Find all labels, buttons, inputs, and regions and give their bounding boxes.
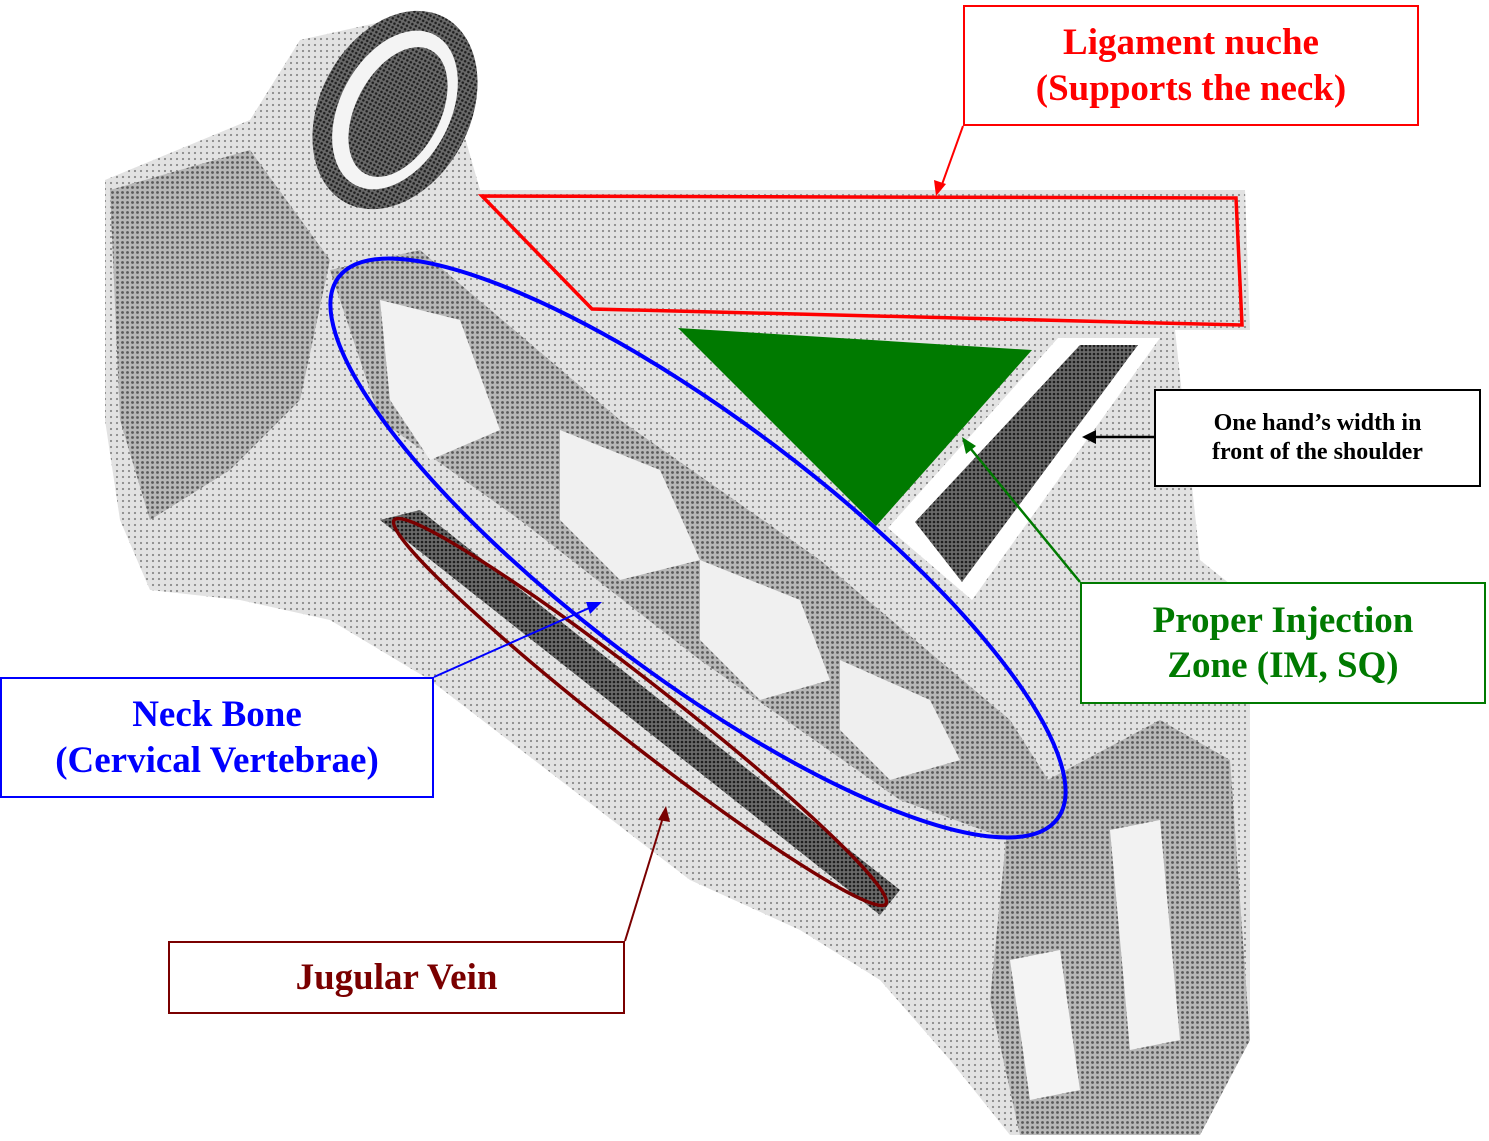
ligament-label: Ligament nuche (Supports the neck) bbox=[963, 5, 1419, 126]
injection-zone-label: Proper Injection Zone (IM, SQ) bbox=[1080, 582, 1486, 704]
hand-width-label-line1: One hand’s width in bbox=[1214, 409, 1422, 438]
ligament-label-line1: Ligament nuche bbox=[1063, 20, 1319, 65]
hand-width-label: One hand’s width in front of the shoulde… bbox=[1154, 389, 1481, 487]
ligament-callout-line bbox=[940, 126, 963, 190]
ligament-band bbox=[485, 195, 1243, 325]
hand-width-label-line2: front of the shoulder bbox=[1212, 438, 1423, 467]
jugular-vein-label-line1: Jugular Vein bbox=[296, 955, 498, 1000]
neck-bone-label-line2: (Cervical Vertebrae) bbox=[55, 738, 379, 783]
neck-bone-label-line1: Neck Bone bbox=[132, 692, 302, 737]
injection-zone-label-line1: Proper Injection bbox=[1153, 598, 1414, 643]
ligament-label-line2: (Supports the neck) bbox=[1036, 66, 1346, 111]
jugular-vein-label: Jugular Vein bbox=[168, 941, 625, 1014]
neck-bone-label: Neck Bone (Cervical Vertebrae) bbox=[0, 677, 434, 798]
injection-zone-label-line2: Zone (IM, SQ) bbox=[1167, 643, 1398, 688]
